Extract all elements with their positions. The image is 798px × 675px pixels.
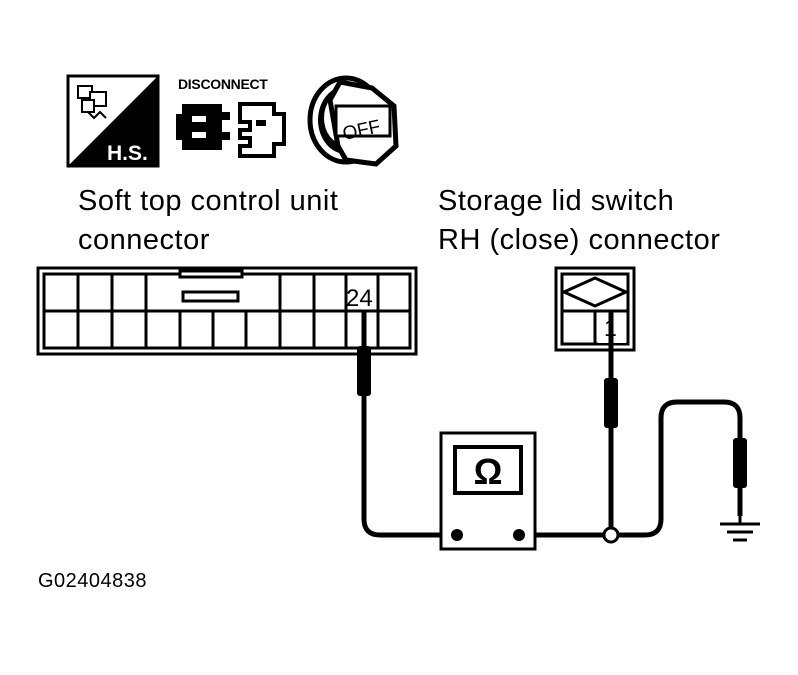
- probe-left: [357, 346, 371, 396]
- wiring: [361, 310, 743, 538]
- ground-icon: [720, 516, 760, 542]
- ignition-off-icon: OFF: [307, 75, 399, 167]
- hs-label: H.S.: [107, 142, 148, 165]
- meter-terminal-right: [513, 529, 525, 541]
- control-unit-label-line1: Soft top control unit: [78, 185, 339, 217]
- control-unit-label-line2: connector: [78, 224, 210, 256]
- disconnect-label: DISCONNECT: [178, 76, 268, 92]
- meter-terminal-left: [451, 529, 463, 541]
- probe-right: [604, 378, 618, 428]
- harness-service-icon: H.S.: [66, 74, 160, 168]
- switch-label-line1: Storage lid switch: [438, 185, 675, 217]
- probe-ground: [733, 438, 747, 488]
- junction-node: [602, 526, 620, 544]
- disconnect-icon: DISCONNECT: [176, 76, 286, 158]
- ohm-symbol: Ω: [474, 451, 503, 492]
- ohmmeter: Ω: [439, 431, 537, 551]
- probe-handles: [357, 346, 747, 488]
- terminal-24-label: 24: [346, 285, 373, 312]
- figure-code: G02404838: [38, 570, 148, 592]
- control-unit-connector: 24: [36, 266, 418, 356]
- switch-label-line2: RH (close) connector: [438, 224, 721, 256]
- switch-connector: 1: [554, 266, 636, 352]
